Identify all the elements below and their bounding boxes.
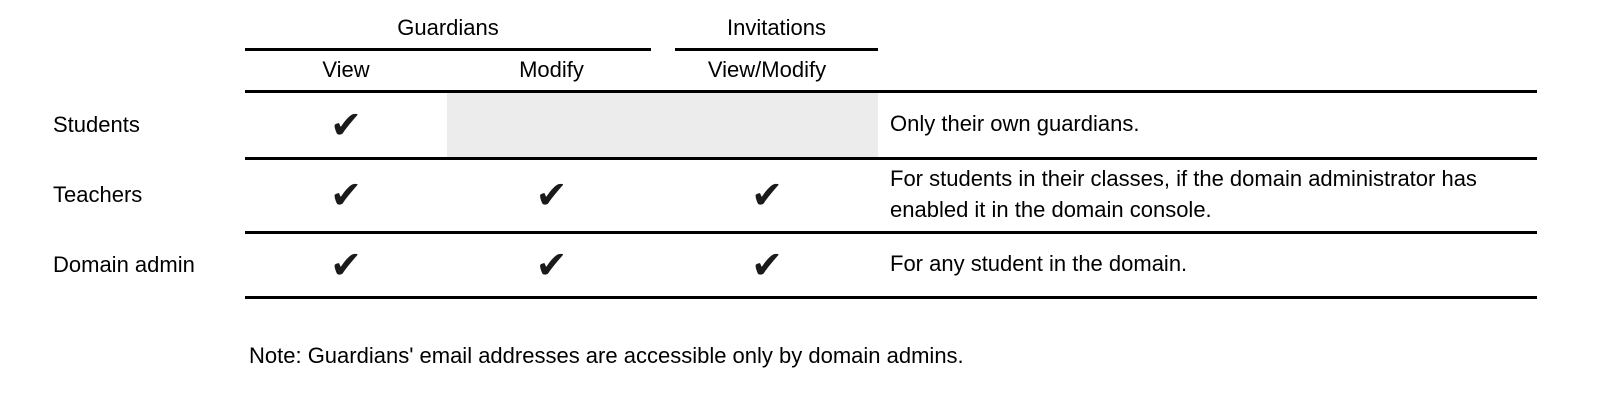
column-header-row: View Modify View/Modify <box>0 51 1537 93</box>
students-invitations-view-modify-cell <box>656 91 878 160</box>
students-guardians-modify-cell <box>447 91 656 160</box>
check-icon: ✔ <box>330 102 362 147</box>
group-header-guardians-label: Guardians <box>245 15 651 51</box>
row-label-students: Students <box>53 111 140 137</box>
column-header-view: View <box>245 51 447 93</box>
check-icon: ✔ <box>330 173 362 217</box>
check-icon: ✔ <box>330 242 362 287</box>
domain-admin-guardians-modify-cell: ✔ <box>447 232 656 299</box>
domain-admin-invitations-view-modify-cell: ✔ <box>656 232 878 299</box>
teachers-invitations-view-modify-cell: ✔ <box>656 158 878 234</box>
corner-spacer-cell <box>0 0 245 51</box>
check-icon: ✔ <box>751 242 783 287</box>
teachers-guardians-modify-cell: ✔ <box>447 158 656 234</box>
check-icon: ✔ <box>535 173 568 217</box>
teachers-guardians-view-cell: ✔ <box>245 158 447 234</box>
column-header-modify: Modify <box>447 51 656 93</box>
row-note-students: Only their own guardians. <box>878 91 1537 160</box>
table-row-domain-admin: Domain admin ✔ ✔ ✔ For any student in th… <box>0 232 1537 299</box>
notes-header-spacer-cell <box>878 51 1537 93</box>
notes-spacer-cell <box>878 0 1537 51</box>
corner-spacer-cell <box>0 51 245 91</box>
table-row-teachers: Teachers ✔ ✔ ✔ For students in their cla… <box>0 158 1537 234</box>
row-note-teachers: For students in their classes, if the do… <box>878 158 1537 234</box>
check-icon: ✔ <box>535 242 568 287</box>
footnote: Note: Guardians' email addresses are acc… <box>249 342 964 368</box>
row-label-domain-admin: Domain admin <box>53 251 195 277</box>
group-header-guardians: Guardians <box>245 0 656 51</box>
row-label-teachers: Teachers <box>53 182 143 207</box>
row-note-domain-admin: For any student in the domain. <box>878 232 1537 299</box>
check-icon: ✔ <box>751 173 783 217</box>
domain-admin-guardians-view-cell: ✔ <box>245 232 447 299</box>
column-header-view-modify: View/Modify <box>656 51 878 93</box>
group-header-invitations-label: Invitations <box>675 15 878 51</box>
students-guardians-view-cell: ✔ <box>245 91 447 160</box>
permissions-table: Guardians Invitations View Modify View/M… <box>0 0 1537 299</box>
group-header-row: Guardians Invitations <box>0 0 1537 51</box>
group-header-invitations: Invitations <box>656 0 878 51</box>
table-row-students: Students ✔ Only their own guardians. <box>0 91 1537 160</box>
